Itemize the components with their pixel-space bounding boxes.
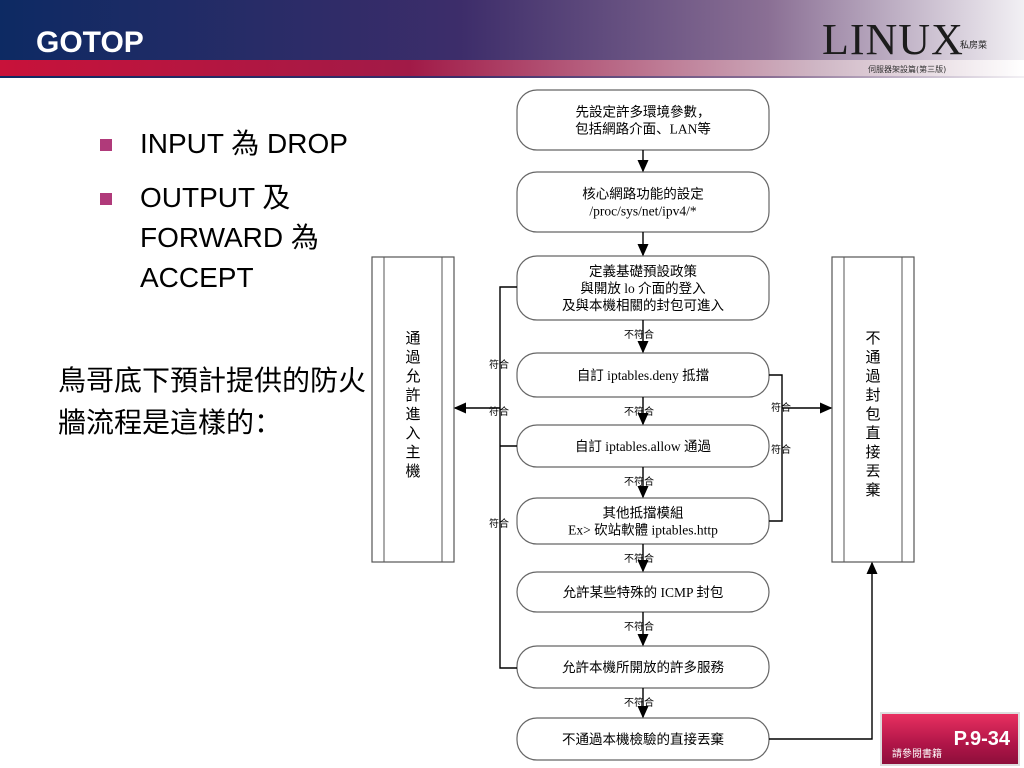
- bullet-list: INPUT 為 DROP OUTPUT 及 FORWARD 為 ACCEPT: [100, 124, 370, 312]
- description-text: 鳥哥底下預計提供的防火牆流程是這樣的：: [58, 364, 367, 439]
- page-number: P.9-34: [953, 728, 1010, 750]
- flow-step-text: 與開放 lo 介面的登入: [580, 281, 706, 296]
- flow-step-text: 核心網路功能的設定: [582, 187, 704, 202]
- flow-step-text: 自訂 iptables.deny 抵擋: [577, 368, 709, 383]
- flow-step-1: 先設定許多環境參數，包括網路介面、LAN等: [516, 89, 770, 151]
- flow-step-text: 不通過本機檢驗的直接丟棄: [562, 731, 724, 747]
- match-label: 符合: [489, 405, 509, 418]
- bullet-square-icon: [100, 193, 112, 205]
- flow-step-text: /proc/sys/net/ipv4/*: [589, 204, 696, 219]
- drop-packet-box: 不通過封包直接丟棄: [831, 256, 915, 563]
- no-match-label: 不符合: [624, 620, 654, 633]
- book-subtitle: 伺服器架設篇(第三版): [868, 65, 947, 74]
- bullet-text: OUTPUT 及 FORWARD 為 ACCEPT: [140, 182, 319, 293]
- flow-step-text: 先設定許多環境參數，: [576, 104, 711, 120]
- drop-path-line: [769, 374, 783, 522]
- flow-step-8: 允許本機所開放的許多服務: [516, 645, 770, 689]
- match-label: 符合: [771, 401, 791, 414]
- flow-step-text: 自訂 iptables.allow 通過: [575, 439, 712, 454]
- page-number-badge: P.9-34 請參閱書籍: [880, 712, 1020, 766]
- flow-step-text: 允許某些特殊的 ICMP 封包: [563, 585, 724, 600]
- linux-logo-sub: 私房菜: [960, 41, 988, 51]
- page-reference: 請參閱書籍: [892, 749, 942, 760]
- bullet-square-icon: [100, 139, 112, 151]
- match-label: 符合: [489, 517, 509, 530]
- flow-step-text: 允許本機所開放的許多服務: [562, 659, 724, 675]
- svg-text:通過允許進入主機: 通過允許進入主機: [405, 329, 420, 480]
- bullet-output-policy: OUTPUT 及 FORWARD 為 ACCEPT: [100, 178, 370, 298]
- svg-text:不通過封包直接丟棄: 不通過封包直接丟棄: [865, 329, 880, 499]
- flow-step-7: 允許某些特殊的 ICMP 封包: [516, 571, 770, 613]
- flow-step-text: 定義基礎預設政策: [589, 263, 697, 279]
- no-match-label: 不符合: [624, 328, 654, 341]
- header-stripe: [0, 60, 1024, 76]
- flow-step-2: 核心網路功能的設定/proc/sys/net/ipv4/*: [516, 171, 770, 233]
- flow-step-4: 自訂 iptables.deny 抵擋: [516, 352, 770, 398]
- gotop-logo: GOTOP: [36, 26, 144, 59]
- no-match-label: 不符合: [624, 696, 654, 709]
- bullet-input-policy: INPUT 為 DROP: [100, 124, 370, 164]
- flow-step-5: 自訂 iptables.allow 通過: [516, 424, 770, 468]
- flow-step-text: 及與本機相關的封包可進入: [562, 298, 724, 313]
- final-drop-arrow: [769, 561, 878, 740]
- match-label: 符合: [489, 358, 509, 371]
- flow-step-9: 不通過本機檢驗的直接丟棄: [516, 717, 770, 761]
- flow-step-6: 其他抵擋模組 Ex> 砍站軟體 iptables.http: [516, 497, 770, 545]
- no-match-label: 不符合: [624, 552, 654, 565]
- flow-step-text: Ex> 砍站軟體 iptables.http: [568, 523, 718, 538]
- linux-logo: LINUX: [822, 15, 964, 64]
- match-label: 符合: [771, 443, 791, 456]
- header-bar: GOTOP LINUX 私房菜 伺服器架設篇(第三版): [0, 0, 1024, 78]
- accept-path-line: [499, 286, 517, 669]
- no-match-label: 不符合: [624, 475, 654, 488]
- no-match-label: 不符合: [624, 405, 654, 418]
- flow-step-text: 包括網路介面、LAN等: [575, 121, 711, 137]
- flow-step-text: 其他抵擋模組: [603, 506, 684, 521]
- bullet-text: INPUT 為 DROP: [140, 128, 348, 159]
- allow-entry-box: 通過允許進入主機: [371, 256, 455, 563]
